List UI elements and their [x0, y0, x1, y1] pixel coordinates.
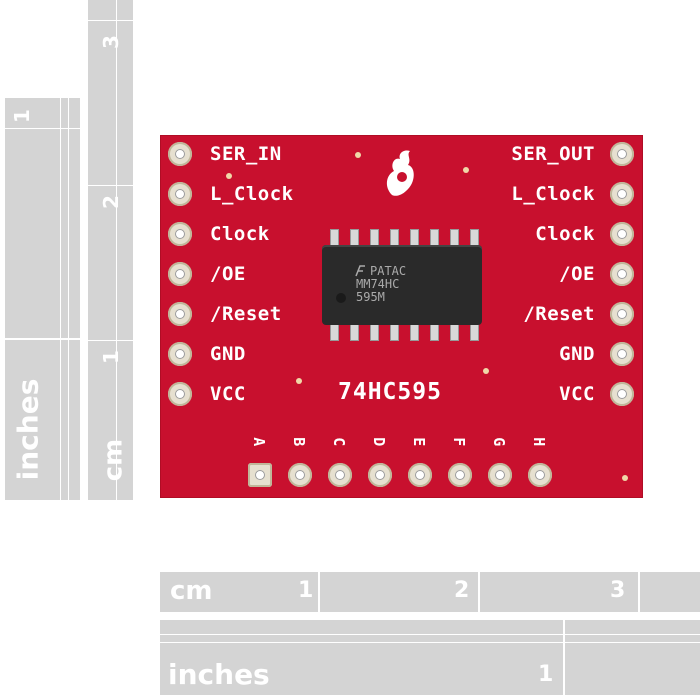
chip-text-line-3: 595M [356, 290, 385, 304]
via [463, 167, 469, 173]
pad-left-5 [168, 302, 192, 326]
pad-right-7 [610, 382, 634, 406]
label-left-ser-in: SER_IN [210, 143, 282, 165]
label-left-oe: /OE [210, 263, 246, 285]
via [483, 368, 489, 374]
via [226, 173, 232, 179]
ic-pin [370, 323, 379, 341]
cm-ruler-h-label: cm [170, 576, 213, 606]
cm-ruler-mark-1: 1 [98, 350, 123, 364]
inches-ruler-label: inches [11, 378, 45, 481]
inches-ruler-h-mark-1: 1 [538, 662, 554, 687]
fairchild-logo-icon [355, 265, 365, 277]
label-left-l-clock: L_Clock [210, 183, 294, 205]
ic-pin [470, 323, 479, 341]
pad-right-5 [610, 302, 634, 326]
pad-right-1 [610, 142, 634, 166]
chip-text-line-1: PATAC [370, 264, 407, 278]
pad-bottom-a [248, 463, 272, 487]
label-right-reset: /Reset [523, 303, 595, 325]
ic-pin [430, 323, 439, 341]
label-bottom-e: E [409, 437, 428, 447]
label-bottom-c: C [329, 437, 348, 447]
label-right-l-clock: L_Clock [511, 183, 595, 205]
ic-pin [350, 323, 359, 341]
label-left-vcc: VCC [210, 383, 246, 405]
pad-bottom-d [368, 463, 392, 487]
ic-pin [410, 323, 419, 341]
ic-pin [330, 323, 339, 341]
pad-left-2 [168, 182, 192, 206]
pad-left-7 [168, 382, 192, 406]
inches-ruler-horizontal: inches 1 [160, 620, 700, 695]
label-left-clock: Clock [210, 223, 270, 245]
cm-ruler-mark-3: 3 [98, 35, 123, 49]
sparkfun-flame-logo [386, 150, 414, 196]
inches-ruler-h-label: inches [168, 658, 270, 691]
via [622, 475, 628, 481]
pad-bottom-f [448, 463, 472, 487]
pad-right-6 [610, 342, 634, 366]
pad-left-4 [168, 262, 192, 286]
cm-ruler-h-mark-3: 3 [610, 578, 626, 603]
part-name-label: 74HC595 [338, 379, 442, 405]
label-right-ser-out: SER_OUT [511, 143, 595, 165]
chip-text-line-2: MM74HC [356, 277, 400, 291]
pin1-dot [336, 293, 346, 303]
label-bottom-d: D [369, 437, 388, 447]
label-bottom-f: F [449, 437, 468, 447]
via [296, 378, 302, 384]
label-left-gnd: GND [210, 343, 246, 365]
inches-ruler-mark-1: 1 [9, 109, 34, 123]
label-bottom-a: A [249, 437, 268, 447]
cm-ruler-label: cm [98, 438, 129, 482]
pad-right-2 [610, 182, 634, 206]
ic-chip: PATAC MM74HC 595M [322, 245, 482, 325]
ic-pin [450, 323, 459, 341]
label-right-clock: Clock [535, 223, 595, 245]
pad-bottom-c [328, 463, 352, 487]
pad-bottom-b [288, 463, 312, 487]
pad-right-3 [610, 222, 634, 246]
pad-left-3 [168, 222, 192, 246]
ic-pin [390, 323, 399, 341]
cm-ruler-vertical: cm 3 2 1 [88, 0, 133, 500]
pad-right-4 [610, 262, 634, 286]
label-bottom-g: G [489, 437, 508, 447]
pad-left-6 [168, 342, 192, 366]
cm-ruler-h-mark-2: 2 [454, 578, 470, 603]
pcb-board: SER_IN L_Clock Clock /OE /Reset GND VCC … [160, 135, 643, 498]
cm-ruler-horizontal: cm 1 2 3 [160, 572, 700, 612]
label-right-vcc: VCC [559, 383, 595, 405]
via [355, 152, 361, 158]
label-right-oe: /OE [559, 263, 595, 285]
cm-ruler-h-mark-1: 1 [298, 578, 314, 603]
pad-bottom-e [408, 463, 432, 487]
label-bottom-b: B [289, 437, 308, 447]
pad-bottom-g [488, 463, 512, 487]
label-bottom-h: H [529, 437, 548, 447]
inches-ruler-vertical: inches 1 [5, 98, 80, 500]
pad-bottom-h [528, 463, 552, 487]
label-right-gnd: GND [559, 343, 595, 365]
pad-left-1 [168, 142, 192, 166]
label-left-reset: /Reset [210, 303, 282, 325]
cm-ruler-mark-2: 2 [98, 195, 123, 209]
